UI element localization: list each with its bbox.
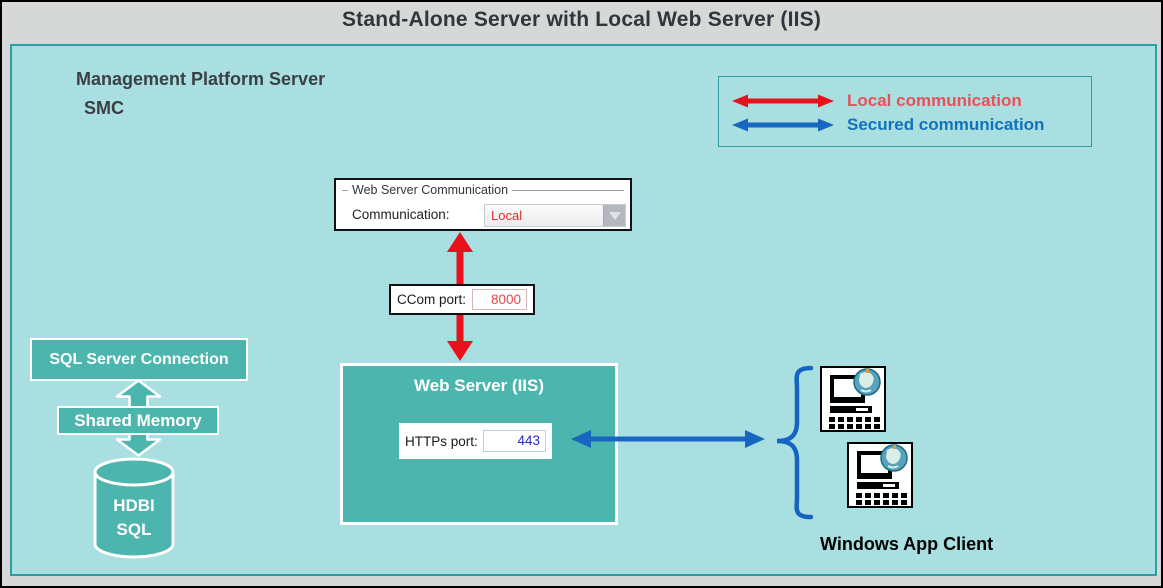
page-title: Stand-Alone Server with Local Web Server… <box>341 8 822 31</box>
chevron-down-icon <box>608 211 621 220</box>
sql-server-connection-label: SQL Server Connection <box>49 350 229 368</box>
database-cylinder-icon: HDBI SQL <box>91 455 177 561</box>
ccom-port-input[interactable]: 8000 <box>472 289 527 310</box>
legend-label-secured: Secured communication <box>847 115 1045 134</box>
legend-box: Local communication Secured communicatio… <box>718 76 1092 147</box>
dialog-group-title: Web Server Communication <box>342 183 624 197</box>
blue-double-arrow-icon <box>731 117 835 133</box>
shared-memory-box: Shared Memory <box>57 406 219 435</box>
sql-server-connection-box: SQL Server Connection <box>30 338 248 381</box>
curly-brace-icon <box>764 364 816 522</box>
communication-dropdown[interactable]: Local <box>484 204 626 227</box>
red-double-arrow-icon <box>731 93 835 109</box>
communication-dropdown-value: Local <box>491 208 523 223</box>
web-server-title: Web Server (IIS) <box>413 376 545 395</box>
legend-row-local: Local communication <box>731 91 1022 111</box>
https-port-input[interactable]: 443 <box>482 430 546 452</box>
legend-label-local: Local communication <box>847 91 1022 110</box>
db-label-line1: HDBI <box>113 496 155 515</box>
db-label-line2: SQL <box>117 520 152 539</box>
web-server-iis-box: Web Server (IIS) HTTPs port: 443 <box>340 363 618 525</box>
https-port-label: HTTPs port: <box>405 433 478 449</box>
ccom-port-label: CCom port: <box>397 292 467 307</box>
https-port-box: HTTPs port: 443 <box>399 423 552 459</box>
platform-subtitle: SMC <box>84 98 124 118</box>
windows-app-client-label: Windows App Client <box>820 534 994 554</box>
computer-globe-icon <box>847 442 913 508</box>
ccom-port-box: CCom port: 8000 <box>389 284 535 315</box>
secured-communication-arrow <box>568 427 768 451</box>
shared-memory-label: Shared Memory <box>74 410 202 430</box>
dropdown-button[interactable] <box>603 205 625 226</box>
communication-field-label: Communication: <box>352 207 450 222</box>
legend-row-secured: Secured communication <box>731 115 1044 135</box>
platform-title: Management Platform Server <box>76 69 326 89</box>
computer-globe-icon <box>820 366 886 432</box>
web-server-communication-dialog: Web Server Communication Communication: … <box>334 178 632 231</box>
